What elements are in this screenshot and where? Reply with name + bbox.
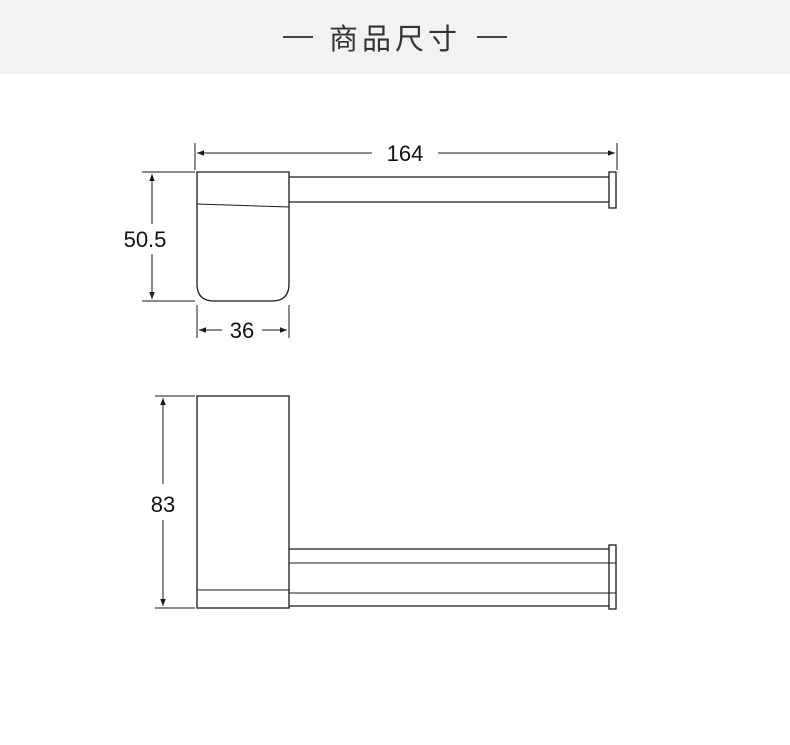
top-view: [196, 171, 617, 302]
front-end-cap: [608, 544, 617, 610]
dim-length: [194, 143, 618, 170]
top-body-outline: [196, 171, 290, 302]
page-title: 商品尺寸: [328, 22, 461, 56]
header-dash-right: [477, 36, 507, 38]
dim-depth: [196, 305, 290, 338]
dim-depth-label: 36: [230, 318, 254, 343]
front-view: [196, 395, 617, 610]
dim-height: [142, 171, 195, 302]
dim-width-label: 83: [151, 492, 175, 517]
front-body: [196, 395, 290, 609]
dim-width: [155, 395, 195, 609]
header-dash-left: [282, 36, 313, 38]
top-end-cap: [608, 171, 617, 209]
top-body-edge: [196, 203, 290, 208]
dim-length-label: 164: [387, 141, 424, 166]
section-header: 商品尺寸: [0, 0, 790, 74]
dim-height-label: 50.5: [124, 227, 167, 252]
